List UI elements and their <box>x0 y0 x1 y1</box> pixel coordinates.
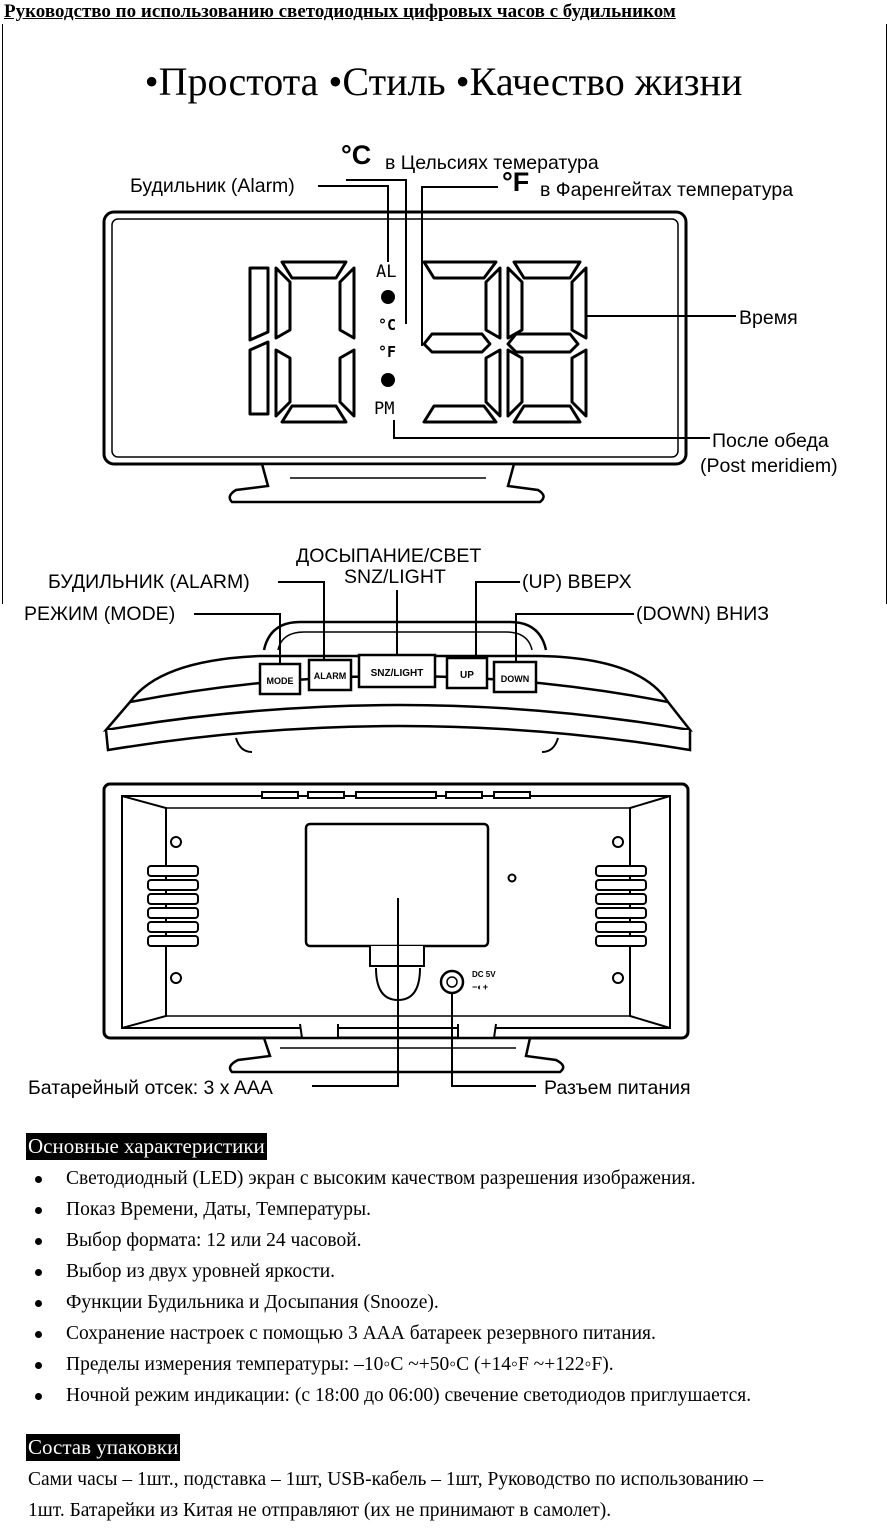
feature-item: Выбор формата: 12 или 24 часовой. <box>28 1225 751 1256</box>
celsius-label: в Цельсиях темература <box>385 152 599 174</box>
display-digits <box>248 260 588 424</box>
up-button-text: UP <box>460 670 474 681</box>
back-view: DC 5V −◐+ <box>102 782 690 1087</box>
indicator-celsius: °C <box>378 316 396 334</box>
snooze-label-line2: SNZ/LIGHT <box>344 566 446 588</box>
indicator-fahrenheit: °F <box>378 343 396 361</box>
alarm-indicator-label: Будильник (Alarm) <box>130 175 295 197</box>
down-button-label: (DOWN) ВНИЗ <box>636 603 770 625</box>
alarm-button-shape <box>307 658 353 692</box>
package-line: 1шт. Батарейки из Китая не отправляют (и… <box>28 1500 612 1521</box>
feature-item: Выбор из двух уровней яркости. <box>28 1256 751 1287</box>
pm-label-line1: После обеда <box>712 430 829 452</box>
dc-label: DC 5V <box>472 970 496 979</box>
top-view: MODE ALARM SNZ/LIGHT UP DOWN <box>102 581 693 753</box>
up-button-label: (UP) ВВЕРХ <box>522 571 632 593</box>
front-view: AL °C °F PM <box>102 179 736 504</box>
features-list: Светодиодный (LED) экран с высоким качес… <box>28 1163 751 1411</box>
front-leaders <box>318 179 736 439</box>
indicator-al: AL <box>376 262 396 282</box>
slogan: •Простота •Стиль •Качество жизни <box>144 59 743 104</box>
alarm-button-label: БУДИЛЬНИК (ALARM) <box>48 571 250 593</box>
alarm-button-text: ALARM <box>314 671 347 681</box>
up-button-shape <box>445 656 489 690</box>
fahrenheit-symbol: °F <box>502 167 530 197</box>
down-button-shape <box>492 660 538 694</box>
feature-item: Ночной режим индикации: (с 18:00 до 06:0… <box>28 1380 751 1411</box>
package-text: Сами часы – 1шт., подставка – 1шт, USB-к… <box>28 1464 886 1526</box>
package-header: Состав упаковки <box>26 1434 181 1461</box>
feature-item: Сохранение настроек с помощью 3 ААА бата… <box>28 1318 751 1349</box>
celsius-symbol: °C <box>341 140 372 170</box>
feature-item: Функции Будильника и Досыпания (Snooze). <box>28 1287 751 1318</box>
snz-light-button-text: SNZ/LIGHT <box>371 668 424 679</box>
colon-dot <box>381 373 395 387</box>
pm-label-line2: (Post meridiem) <box>700 455 838 477</box>
power-label: Разъем питания <box>544 1077 691 1099</box>
top-leaders <box>194 581 634 664</box>
snooze-label-line1: ДОСЫПАНИЕ/СВЕТ <box>296 545 482 567</box>
feature-item: Показ Времени, Даты, Температуры. <box>28 1194 751 1225</box>
features-header: Основные характеристики <box>26 1133 267 1160</box>
feature-item: Светодиодный (LED) экран с высоким качес… <box>28 1163 751 1194</box>
colon-dot <box>381 290 395 304</box>
feature-item: Пределы измерения температуры: –10◦C ~+5… <box>28 1349 751 1380</box>
time-label: Время <box>739 307 798 329</box>
polarity-symbol: −◐+ <box>472 982 488 992</box>
battery-label: Батарейный отсек: 3 x AAA <box>28 1077 273 1099</box>
mode-button-label: РЕЖИМ (MODE) <box>24 603 176 625</box>
down-button-text: DOWN <box>501 674 530 684</box>
document-title: Руководство по использованию светодиодны… <box>4 1 676 22</box>
fahrenheit-label: в Фаренгейтах температура <box>540 179 794 201</box>
package-line: Сами часы – 1шт., подставка – 1шт, USB-к… <box>28 1469 764 1490</box>
indicator-pm: PM <box>374 399 394 419</box>
mode-button-text: MODE <box>267 676 294 686</box>
